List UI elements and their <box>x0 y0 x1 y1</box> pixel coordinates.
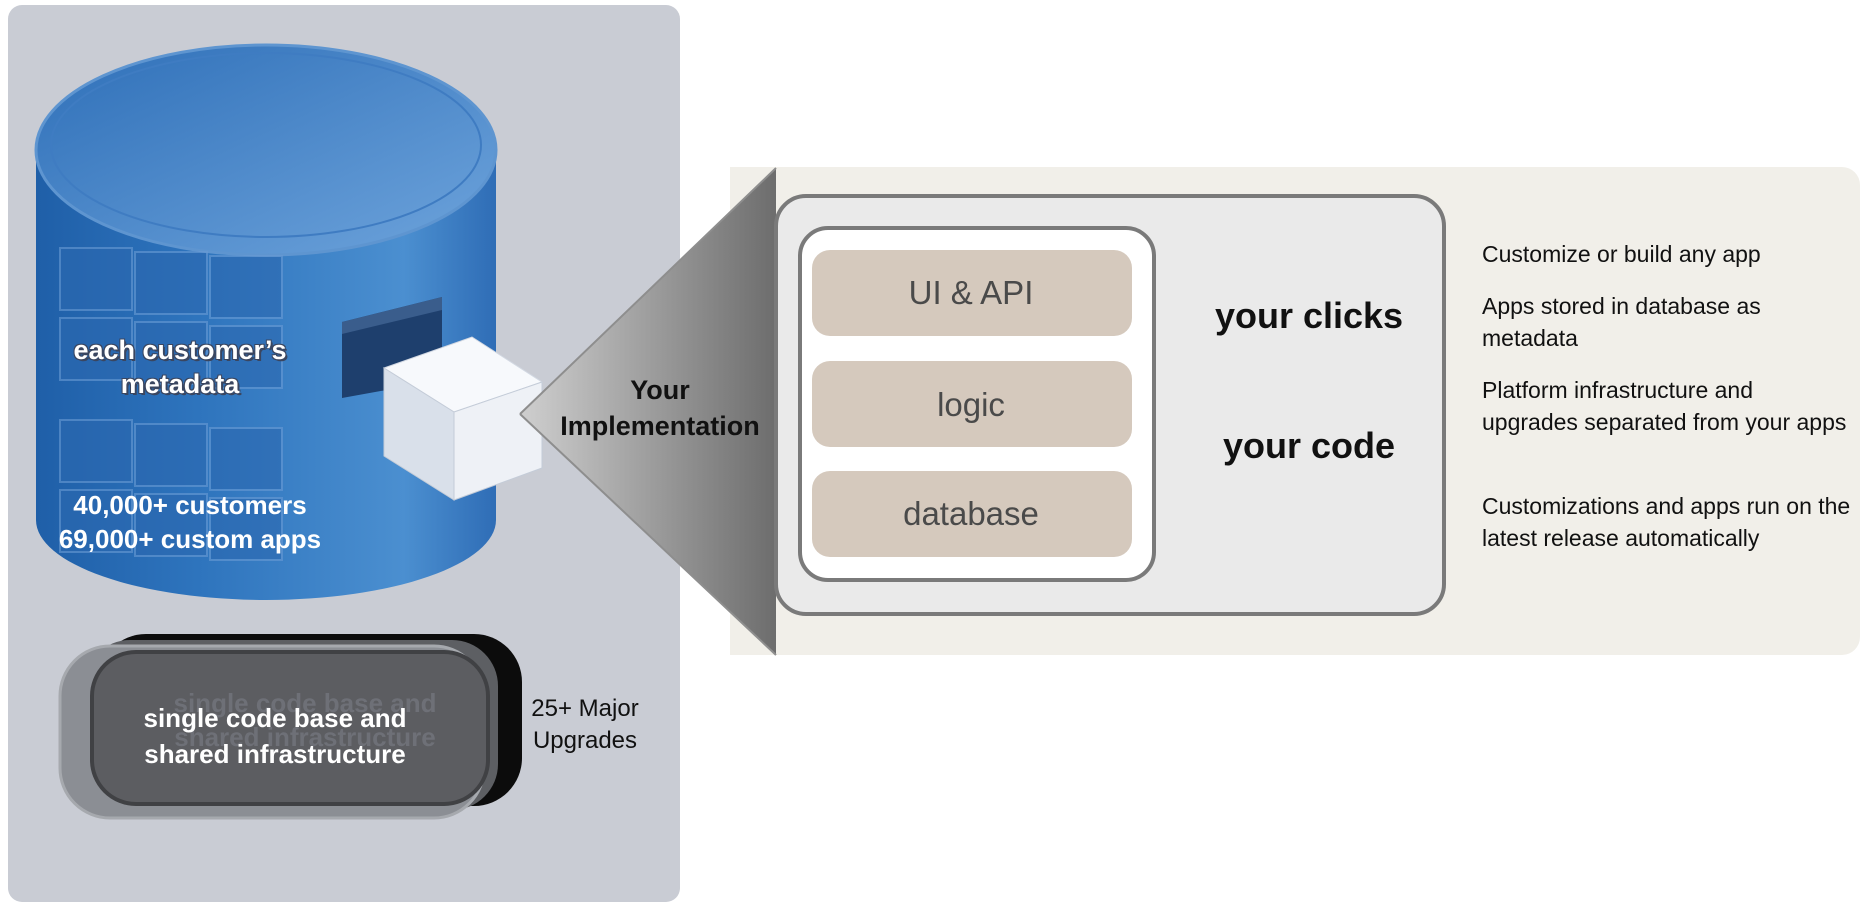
layer-box-ui <box>812 250 1132 336</box>
metadata-label: each customer’s metadata <box>73 335 287 399</box>
benefit-item: Customizations and apps run on the lates… <box>1482 493 1851 551</box>
zoom-funnel <box>520 168 776 655</box>
customers-stat: 40,000+ customers <box>73 490 307 520</box>
benefit-item: Platform infrastructure and upgrades sep… <box>1482 377 1847 435</box>
layer-ui-api: UI & API <box>908 274 1034 311</box>
layer-logic: logic <box>937 386 1005 423</box>
your-code-label: your code <box>1222 425 1396 466</box>
apps-stat: 69,000+ custom apps <box>58 524 322 554</box>
metadata-cube <box>382 336 544 501</box>
database-cylinder <box>34 43 498 600</box>
your-clicks-label: your clicks <box>1214 295 1404 336</box>
implementation-label: Your Implementation <box>560 375 760 441</box>
layer-database: database <box>903 495 1039 532</box>
codebase-shadow-label: single code base and shared infrastructu… <box>173 688 437 752</box>
codebase-stack <box>58 634 522 820</box>
layer-box-logic <box>812 361 1132 447</box>
benefit-item: Customize or build any app <box>1482 241 1761 267</box>
layer-box-database <box>812 471 1132 557</box>
upgrades-label: 25+ Major Upgrades <box>531 695 639 754</box>
codebase-label: single code base and shared infrastructu… <box>143 703 407 769</box>
customer-stats: 40,000+ customers 69,000+ custom apps <box>30 488 350 556</box>
benefit-item: Apps stored in database as metadata <box>1482 293 1761 351</box>
